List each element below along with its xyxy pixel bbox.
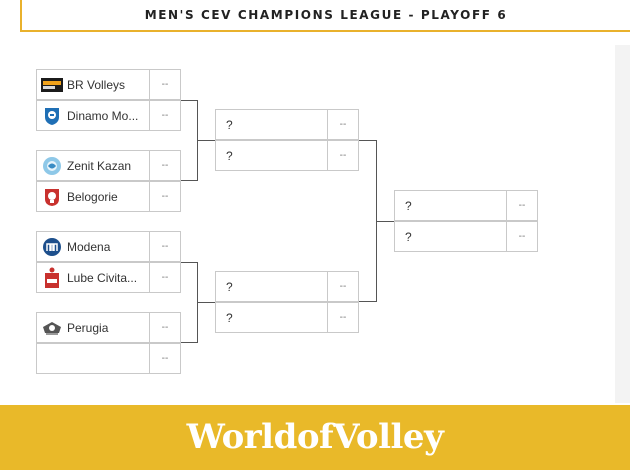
team-name: Lube Civita... — [67, 270, 138, 285]
team-name: ? — [405, 198, 412, 213]
team-score: -- — [149, 344, 180, 373]
team-name: ? — [226, 117, 233, 132]
header-box: MEN'S CEV CHAMPIONS LEAGUE - PLAYOFF 6 — [20, 0, 630, 32]
team-score: -- — [149, 313, 180, 342]
team-name: Belogorie — [67, 189, 118, 204]
team-name: ? — [226, 279, 233, 294]
bracket-slot-r1-4[interactable]: Belogorie -- — [36, 181, 181, 212]
team-score: -- — [149, 232, 180, 261]
team-name: Zenit Kazan — [67, 158, 132, 173]
team-name: Dinamo Mo... — [67, 108, 139, 123]
belogorie-logo — [41, 186, 63, 208]
team-score: -- — [327, 272, 358, 301]
bracket-slot-r2-2[interactable]: ? -- — [215, 140, 359, 171]
brand-wordmark: WorldofVolley — [186, 417, 444, 457]
bracket-connector — [181, 100, 198, 181]
dinamo-moscow-logo — [41, 105, 63, 127]
bracket-connector — [198, 302, 215, 303]
brand-footer: WorldofVolley — [0, 405, 630, 470]
br-volleys-logo — [41, 74, 63, 96]
team-score: -- — [506, 191, 537, 220]
bracket-connector — [359, 140, 377, 302]
team-name: BR Volleys — [67, 77, 126, 92]
team-score: -- — [327, 141, 358, 170]
team-score: -- — [149, 182, 180, 211]
bracket-slot-r3-1[interactable]: ? -- — [394, 190, 538, 221]
bracket-slot-r1-1[interactable]: BR Volleys -- — [36, 69, 181, 100]
scroll-gutter — [615, 45, 630, 403]
bracket-slot-r2-4[interactable]: ? -- — [215, 302, 359, 333]
team-name — [37, 344, 149, 373]
bracket-slot-r2-1[interactable]: ? -- — [215, 109, 359, 140]
bracket-slot-r1-2[interactable]: Dinamo Mo... -- — [36, 100, 181, 131]
team-name: ? — [405, 229, 412, 244]
team-name: ? — [226, 310, 233, 325]
bracket-slot-r2-3[interactable]: ? -- — [215, 271, 359, 302]
team-score: -- — [506, 222, 537, 251]
lube-civitanova-logo — [41, 267, 63, 289]
perugia-logo — [41, 317, 63, 339]
bracket-slot-r1-5[interactable]: Modena -- — [36, 231, 181, 262]
bracket-slot-r1-7[interactable]: Perugia -- — [36, 312, 181, 343]
bracket-connector — [377, 221, 394, 222]
bracket-connector — [198, 140, 215, 141]
team-score: -- — [149, 151, 180, 180]
team-name: Perugia — [67, 320, 109, 335]
team-score: -- — [149, 101, 180, 130]
bracket-slot-r1-6[interactable]: Lube Civita... -- — [36, 262, 181, 293]
team-score: -- — [149, 263, 180, 292]
bracket-slot-r1-8[interactable]: -- — [36, 343, 181, 374]
page-title: MEN'S CEV CHAMPIONS LEAGUE - PLAYOFF 6 — [144, 8, 508, 22]
bracket-connector — [181, 262, 198, 343]
bracket-slot-r3-2[interactable]: ? -- — [394, 221, 538, 252]
bracket-slot-r1-3[interactable]: Zenit Kazan -- — [36, 150, 181, 181]
team-score: -- — [149, 70, 180, 99]
modena-logo — [41, 236, 63, 258]
zenit-kazan-logo — [41, 155, 63, 177]
team-name: ? — [226, 148, 233, 163]
team-name: Modena — [67, 239, 111, 254]
team-score: -- — [327, 110, 358, 139]
team-score: -- — [327, 303, 358, 332]
